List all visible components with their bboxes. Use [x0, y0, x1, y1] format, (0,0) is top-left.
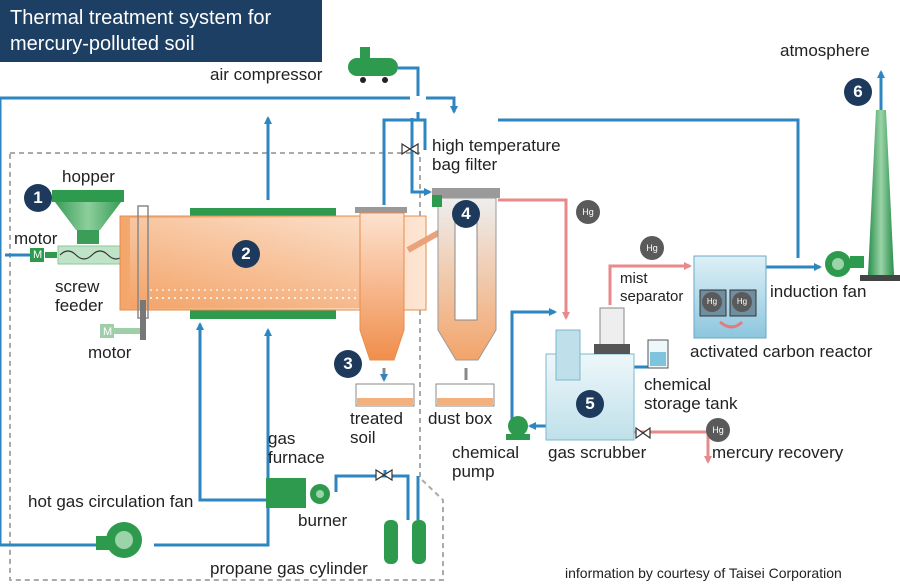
label-high-temp-2: bag filter: [432, 155, 498, 174]
gas-furnace-shape: [266, 478, 330, 508]
label-mist: mist: [620, 270, 648, 287]
label-chemical: chemical: [644, 375, 712, 394]
label-air-compressor: air compressor: [210, 65, 323, 84]
label-hopper: hopper: [62, 167, 115, 186]
badge-6: 6: [844, 78, 872, 106]
hg-marker-1: Hg: [576, 200, 600, 224]
title-banner: Thermal treatment system for mercury-pol…: [0, 0, 322, 62]
label-motor-bottom: motor: [88, 343, 132, 362]
label-separator: separator: [620, 288, 684, 305]
label-gas: gas: [268, 429, 296, 448]
hopper-shape: [52, 190, 124, 244]
process-enclosure-dashed: [9, 152, 444, 581]
treated-soil-hopper: [355, 207, 442, 407]
badge-3: 3: [334, 350, 362, 378]
label-treated: treated: [350, 409, 403, 428]
badge-2: 2: [232, 240, 260, 268]
hg-marker-3: Hg: [702, 292, 722, 312]
label-mercury-recovery: mercury recovery: [712, 443, 844, 462]
label-storage-tank: storage tank: [644, 394, 738, 413]
label-screw: screw: [55, 277, 100, 296]
title-line-2: mercury-polluted soil: [10, 33, 195, 55]
label-chemical-pump-2: pump: [452, 462, 495, 481]
label-motor-left: motor: [14, 229, 58, 248]
label-high-temp-1: high temperature: [432, 136, 561, 155]
hot-gas-fan-shape: [96, 522, 142, 558]
label-atmosphere: atmosphere: [780, 41, 870, 60]
valves: [375, 142, 651, 482]
label-hot-gas-circulation-fan: hot gas circulation fan: [28, 492, 194, 511]
chemical-pump-shape: [506, 416, 530, 440]
motor-glyph-left: M: [33, 249, 43, 261]
air-compressor: [348, 47, 398, 83]
label-induction-fan: induction fan: [770, 282, 867, 301]
label-dust-box: dust box: [428, 409, 493, 428]
credit-line: information by courtesy of Taisei Corpor…: [565, 565, 842, 581]
hg-marker-4: Hg: [732, 292, 752, 312]
label-chemical-pump-1: chemical: [452, 443, 520, 462]
gas-lines: [0, 66, 885, 547]
bag-filter-shape: [432, 188, 500, 407]
badge-1: 1: [24, 184, 52, 212]
label-furnace: furnace: [268, 448, 325, 467]
badge-5: 5: [576, 390, 604, 418]
label-feeder: feeder: [55, 296, 104, 315]
label-soil: soil: [350, 428, 376, 447]
induction-fan-shape: [825, 251, 864, 277]
label-burner: burner: [298, 511, 348, 530]
hg-marker-2: Hg: [640, 236, 664, 260]
motor-glyph-bottom: M: [103, 326, 113, 338]
badge-4: 4: [452, 200, 480, 228]
hg-marker-5: Hg: [706, 418, 730, 442]
gas-scrubber-shape: [545, 307, 635, 441]
chemical-storage-tank-shape: [647, 339, 669, 369]
label-activated-carbon-reactor: activated carbon reactor: [690, 342, 873, 361]
title-line-1: Thermal treatment system for: [10, 7, 272, 29]
propane-cylinders-shape: [384, 520, 426, 564]
stack-shape: [860, 110, 900, 281]
label-gas-scrubber: gas scrubber: [548, 443, 647, 462]
label-propane-gas-cylinder: propane gas cylinder: [210, 559, 368, 578]
